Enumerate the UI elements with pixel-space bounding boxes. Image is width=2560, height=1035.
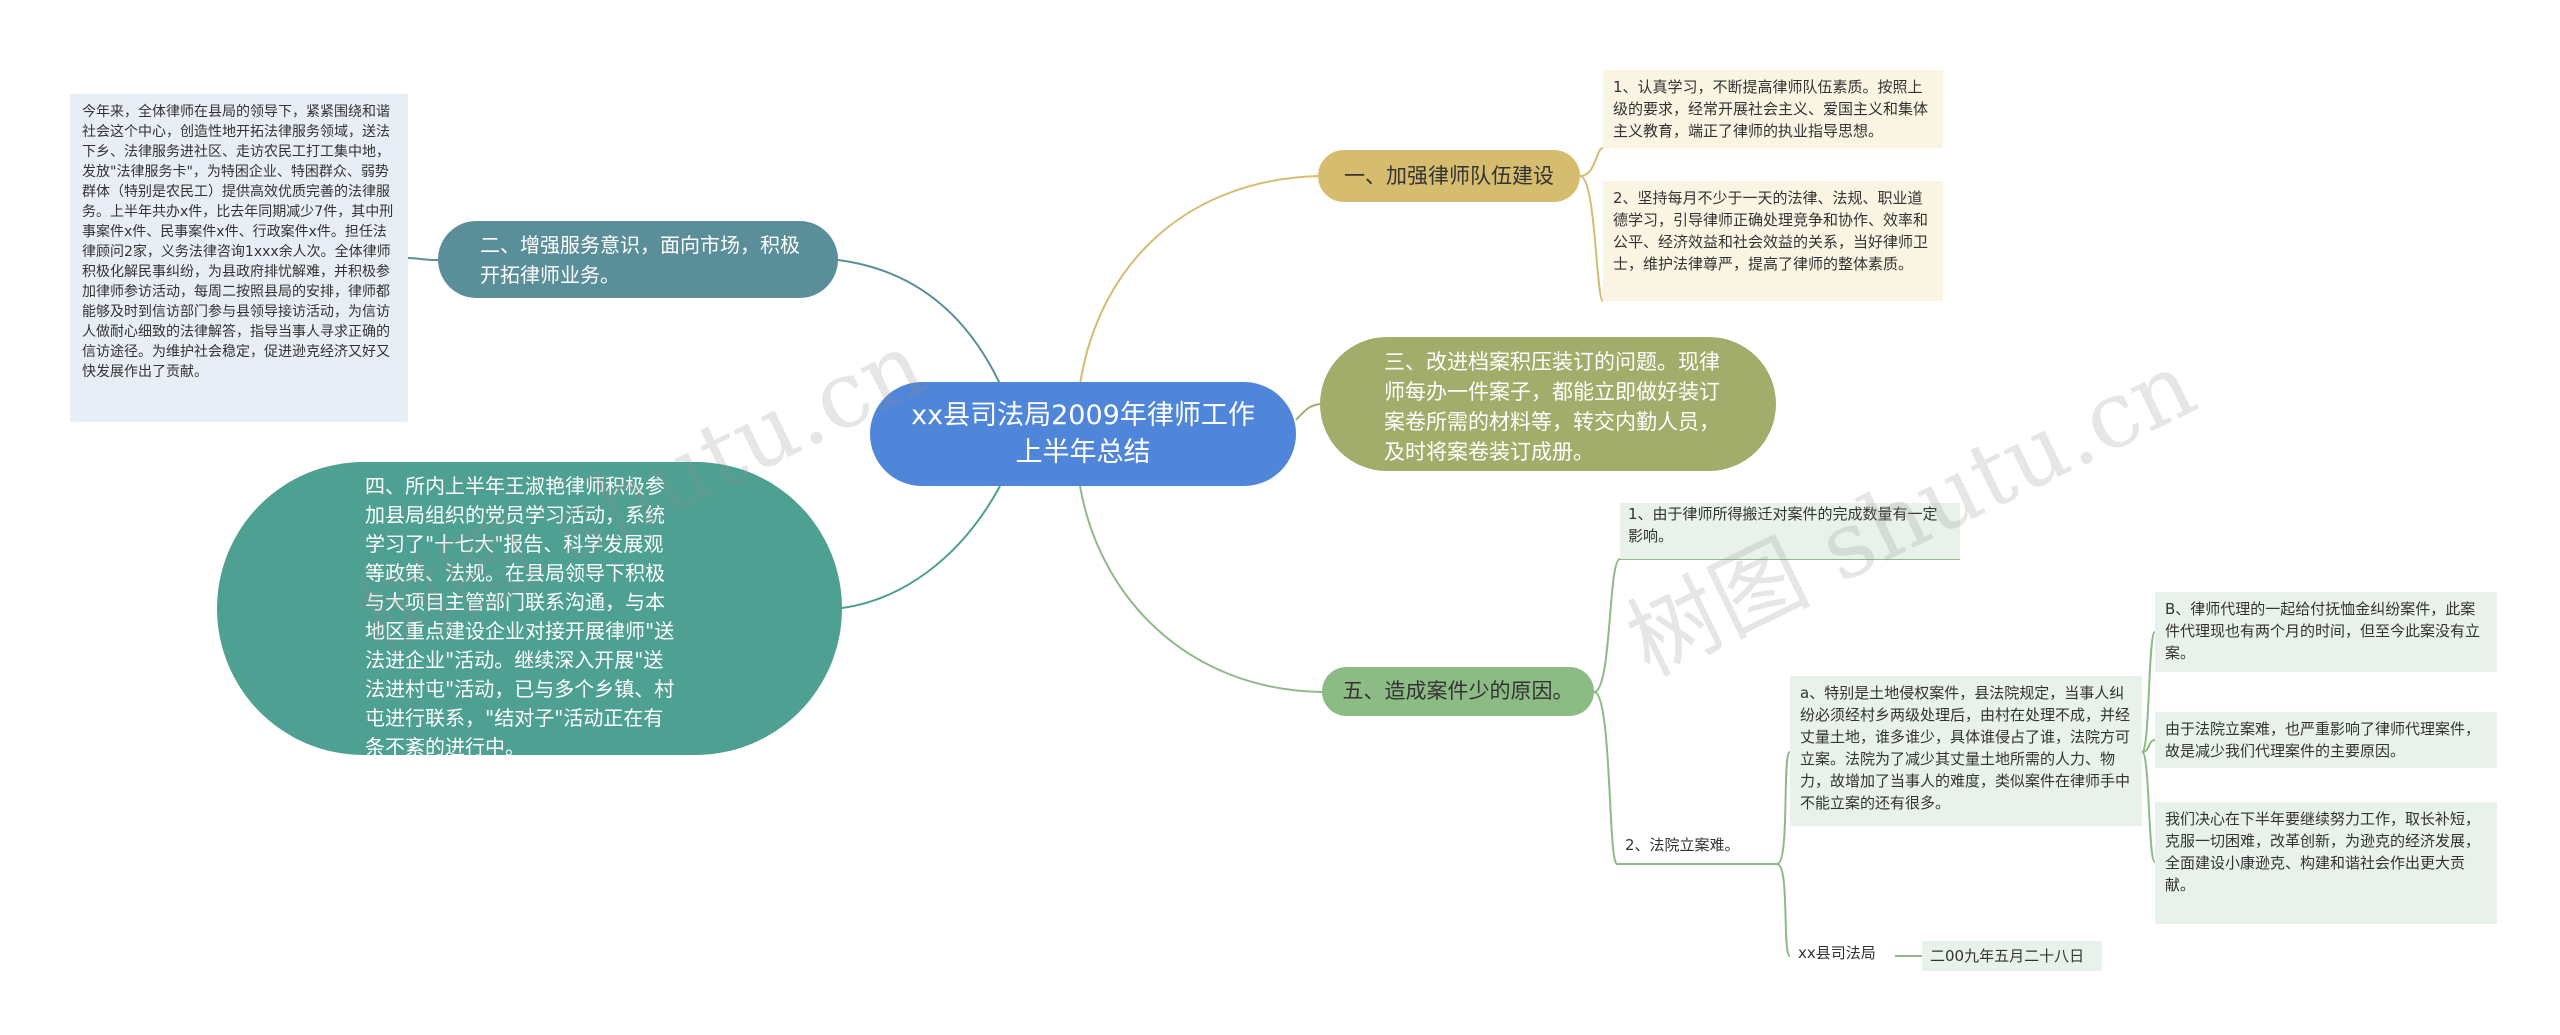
link-r2-org — [1776, 863, 1791, 957]
reason-land-infringement[interactable]: a、特别是土地侵权案件，县法院规定，当事人纠纷必须经村乡两级处理后，由村在处理不… — [1790, 676, 2142, 826]
link-center-b2 — [837, 259, 1001, 385]
center-topic[interactable]: xx县司法局2009年律师工作上半年总结 — [870, 382, 1296, 486]
link-a-b1 — [2141, 631, 2156, 753]
branch-few-cases-reasons[interactable]: 五、造成案件少的原因。 — [1322, 667, 1594, 716]
branch-archive-binding[interactable]: 三、改进档案积压装订的问题。现律师每办一件案子，都能立即做好装订案卷所需的材料等… — [1320, 337, 1776, 471]
reason-court-filing[interactable]: 2、法院立案难。 — [1625, 836, 1740, 854]
link-center-b5 — [1079, 485, 1323, 693]
link-center-b1 — [1079, 175, 1319, 385]
reason-relocation[interactable]: 1、由于律师所得搬迁对案件的完成数量有一定影响。 — [1620, 503, 1960, 559]
link-b5-r1 — [1593, 558, 1621, 693]
reason-pension-case[interactable]: B、律师代理的一起给付抚恤金纠纷案件，此案件代理现也有两个月的时间，但至今此案没… — [2155, 592, 2497, 672]
org-name[interactable]: xx县司法局 — [1798, 944, 1876, 962]
link-a-b3 — [2141, 751, 2156, 863]
team-building-item-2[interactable]: 2、坚持每月不少于一天的法律、法规、职业道德学习，引导律师正确处理竞争和协作、效… — [1603, 181, 1943, 301]
link-b1-item1 — [1579, 147, 1604, 177]
link-center-b3 — [1295, 403, 1321, 421]
report-date[interactable]: 二00九年五月二十八日 — [1922, 941, 2102, 971]
resolution-second-half[interactable]: 我们决心在下半年要继续努力工作，取长补短，克服一切困难，改革创新，为逊克的经济发… — [2155, 802, 2497, 924]
service-awareness-detail[interactable]: 今年来，全体律师在县局的领导下，紧紧围绕和谐社会这个中心，创造性地开拓法律服务领… — [70, 94, 408, 422]
link-b5-r2 — [1593, 691, 1618, 865]
link-a-b2 — [2141, 739, 2156, 753]
branch-party-learning[interactable]: 四、所内上半年王淑艳律师积极参加县局组织的党员学习活动，系统学习了"十七大"报告… — [217, 462, 842, 759]
link-r2-a — [1776, 751, 1791, 865]
link-b1-item2 — [1579, 175, 1604, 302]
link-center-b4 — [841, 485, 1001, 609]
branch-team-building[interactable]: 一、加强律师队伍建设 — [1318, 150, 1580, 202]
link-b2-detail — [407, 257, 439, 261]
team-building-item-1[interactable]: 1、认真学习，不断提高律师队伍素质。按照上级的要求，经常开展社会主义、爱国主义和… — [1603, 70, 1943, 148]
reason-main-cause[interactable]: 由于法院立案难，也严重影响了律师代理案件，故是减少我们代理案件的主要原因。 — [2155, 712, 2497, 768]
branch-service-awareness[interactable]: 二、增强服务意识，面向市场，积极开拓律师业务。 — [438, 221, 838, 298]
